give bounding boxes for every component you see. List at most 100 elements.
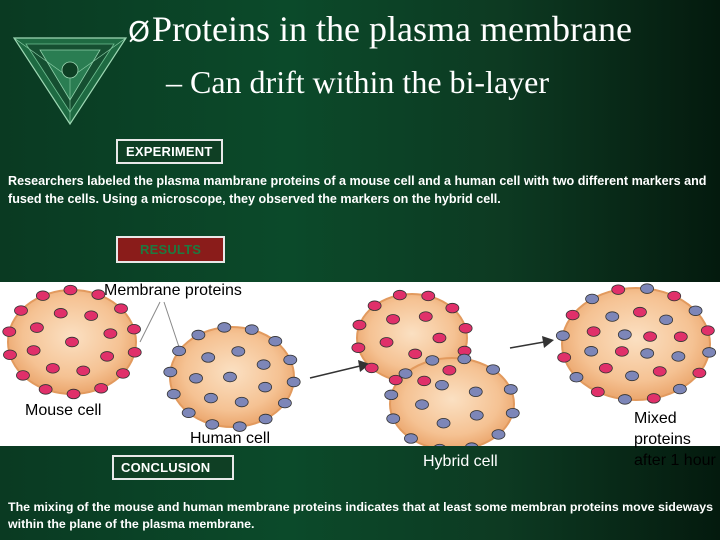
hybrid-protein: [432, 332, 447, 344]
mouse-protein: [35, 290, 50, 301]
hybrid-protein: [435, 379, 449, 391]
mixed-cell: [561, 287, 711, 401]
human-protein: [268, 336, 283, 347]
results-label: RESULTS: [116, 236, 226, 263]
human-protein: [231, 346, 246, 357]
hybrid-protein: [421, 290, 436, 302]
arrow-head-icon: [542, 336, 554, 348]
mixed-protein: [688, 305, 703, 316]
hybrid-protein: [408, 348, 423, 360]
hybrid-protein: [352, 319, 367, 331]
hybrid-protein: [442, 365, 457, 376]
hybrid-protein: [388, 374, 403, 386]
hybrid-protein: [386, 314, 400, 325]
mixed-protein: [640, 283, 654, 294]
mixed-protein: [667, 290, 682, 302]
mouse-protein: [3, 349, 17, 361]
hybrid-protein: [418, 311, 433, 322]
pyramid-logo-icon: [12, 37, 128, 126]
membrane-proteins-label: Membrane proteins: [104, 282, 242, 299]
slide-title: ØProteins in the plasma membrane: [128, 9, 632, 49]
hybrid-protein: [364, 362, 379, 374]
hybrid-protein: [398, 368, 413, 379]
hybrid-protein: [386, 413, 401, 424]
hybrid-protein: [417, 375, 432, 387]
mouse-cell-label: Mouse cell: [25, 402, 102, 419]
mouse-protein: [29, 322, 44, 333]
mixed-protein: [565, 309, 580, 321]
mouse-protein: [91, 289, 106, 300]
mixed-protein: [584, 346, 599, 357]
mixed-protein: [590, 386, 605, 398]
cell-fusion-figure: [0, 282, 720, 446]
mouse-protein: [63, 284, 78, 296]
hybrid-cell-label: Hybrid cell: [423, 453, 498, 470]
hybrid-protein: [392, 289, 407, 301]
hybrid-protein: [445, 302, 460, 314]
hybrid-protein: [404, 433, 418, 444]
human-cell-label: Human cell: [190, 430, 271, 447]
mouse-protein: [114, 303, 128, 314]
mixed-protein: [659, 314, 674, 326]
hybrid-protein: [425, 355, 440, 366]
mixed-protein: [673, 383, 687, 395]
mixed-protein: [618, 394, 632, 405]
bullet-check-icon: Ø: [128, 15, 151, 48]
mixed-protein: [652, 366, 667, 377]
mixed-protein: [633, 306, 647, 318]
mixed-protein: [605, 311, 620, 322]
human-protein: [244, 324, 259, 335]
mouse-protein: [116, 368, 130, 379]
mixed-protein: [646, 393, 661, 404]
mouse-protein: [66, 388, 81, 400]
mixed-protein: [615, 346, 629, 357]
human-protein: [163, 366, 178, 378]
cell-fusion-svg: [2, 283, 717, 446]
mouse-protein: [76, 365, 91, 376]
hybrid-protein: [367, 300, 382, 311]
human-protein: [277, 397, 292, 409]
hybrid-protein: [491, 429, 506, 440]
mixed-protein: [702, 347, 717, 358]
pointer-line: [139, 301, 161, 343]
mouse-protein: [100, 351, 115, 362]
experiment-label: EXPERIMENT: [116, 139, 223, 164]
mixed-protein: [585, 293, 599, 305]
hybrid-protein: [351, 342, 366, 353]
hybrid-protein: [436, 417, 451, 429]
mixed-protein: [692, 367, 707, 379]
human-protein: [232, 421, 247, 432]
mouse-protein: [38, 384, 53, 395]
mouse-protein: [103, 328, 118, 339]
human-protein: [189, 373, 203, 384]
slide-subtitle: – Can drift within the bi-layer: [166, 64, 550, 100]
mixed-protein: [555, 330, 570, 341]
conclusion-text: The mixing of the mouse and human membra…: [8, 500, 714, 531]
human-protein: [205, 419, 220, 430]
mouse-protein: [45, 363, 60, 374]
mouse-protein: [94, 383, 109, 394]
hybrid-protein: [457, 353, 472, 365]
hybrid-protein: [465, 442, 479, 446]
human-protein: [234, 396, 249, 408]
human-protein: [217, 322, 232, 333]
mouse-protein: [16, 370, 30, 381]
mixed-protein: [557, 352, 572, 363]
mixed-protein: [671, 351, 686, 362]
mixed-protein: [643, 331, 657, 342]
human-protein: [283, 354, 298, 366]
hybrid-protein: [415, 399, 429, 410]
human-protein: [181, 407, 196, 418]
mouse-protein: [65, 336, 79, 348]
mouse-protein: [26, 345, 41, 356]
hybrid-protein: [379, 337, 394, 348]
human-protein: [191, 329, 206, 341]
hybrid-protein: [505, 407, 520, 419]
hybrid-protein: [503, 384, 518, 395]
hybrid-protein: [434, 443, 446, 446]
mixed-protein: [598, 362, 613, 374]
human-protein: [223, 371, 237, 383]
human-protein: [201, 352, 216, 363]
human-protein: [258, 381, 273, 393]
human-protein: [204, 392, 218, 404]
